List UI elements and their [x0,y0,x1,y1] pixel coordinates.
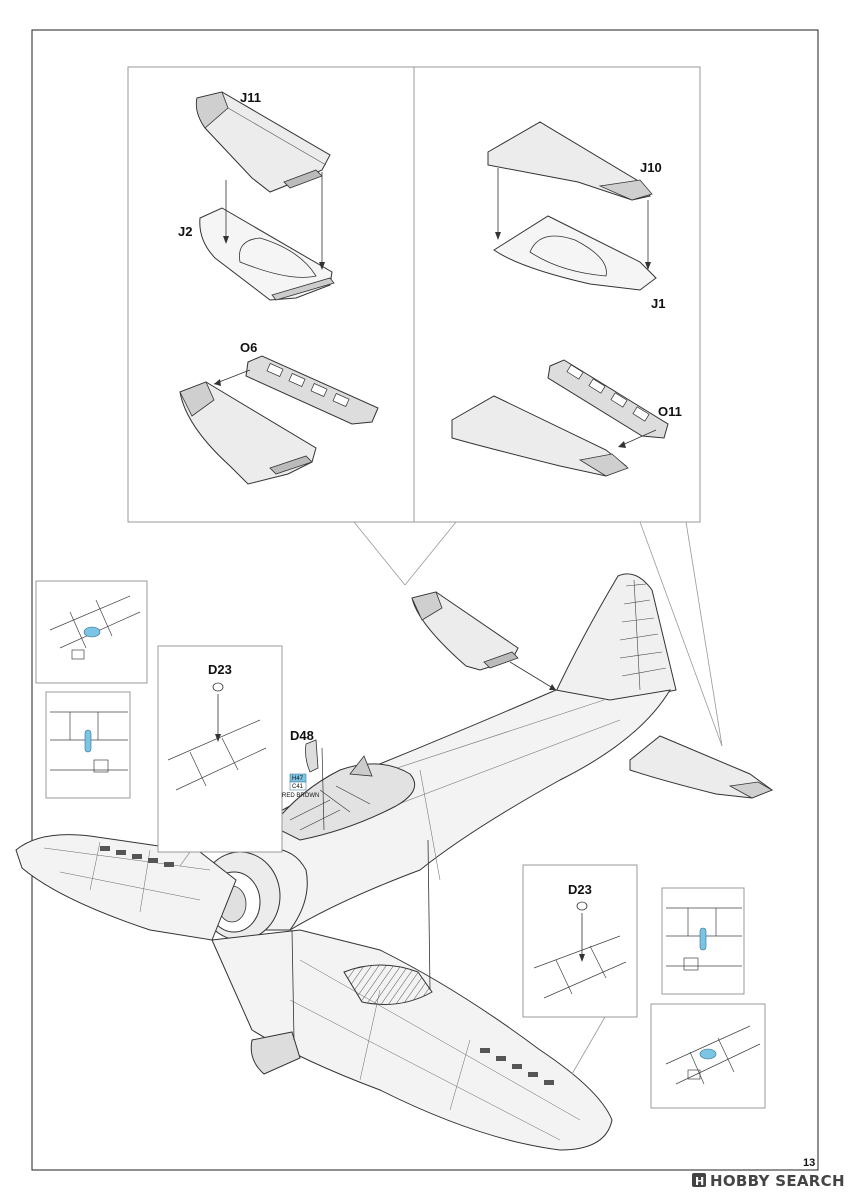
paint-name: RED BROWN [282,793,319,799]
main-right-aileron [629,735,774,799]
label-j1: J1 [651,296,665,311]
inset-left-mid [45,691,131,799]
cockpit [271,755,416,841]
part-o6-frame [245,355,379,425]
page-number: 13 [803,1157,815,1169]
label-d23-right: D23 [568,882,592,897]
label-d23-left: D23 [208,662,232,677]
paint-callout: H47 C41 RED BROWN [282,773,319,799]
label-d48: D48 [290,728,314,743]
inset-d23-right [522,864,638,1018]
part-j1-aileron-lower [493,215,657,291]
watermark: H HOBBY SEARCH [692,1172,845,1190]
main-left-aileron [411,591,519,671]
paint-code-b: C41 [292,784,304,790]
landing-gear [250,929,301,1075]
inset-right-mid [661,887,745,995]
label-j11: J11 [240,90,261,105]
part-j10-aileron-upper [487,121,653,201]
part-d48 [305,739,325,831]
part-right-aileron-assembled [451,395,629,477]
label-o11: O11 [658,404,682,419]
page-border [31,29,819,1171]
hobby-search-logo-icon [692,1173,706,1187]
part-left-aileron-assembled [179,381,317,485]
aileron-detail-box [127,66,723,747]
tail-fin [551,573,677,707]
label-o6: O6 [240,340,257,355]
inset-right-bottom [650,1003,766,1109]
svg-text:H: H [695,1175,704,1188]
right-wing [211,929,613,1151]
part-j11-aileron-upper [195,91,331,193]
left-wing [15,834,237,941]
label-j10: J10 [640,160,662,175]
wing-root-panel [343,964,433,1005]
paint-code-a: H47 [292,776,304,782]
label-j2: J2 [178,224,192,239]
watermark-text: HOBBY SEARCH [710,1172,845,1190]
part-j2-aileron-lower [199,207,335,301]
inset-d23-left [157,645,283,853]
inset-left-top [35,580,148,684]
part-o11-frame [547,359,669,439]
